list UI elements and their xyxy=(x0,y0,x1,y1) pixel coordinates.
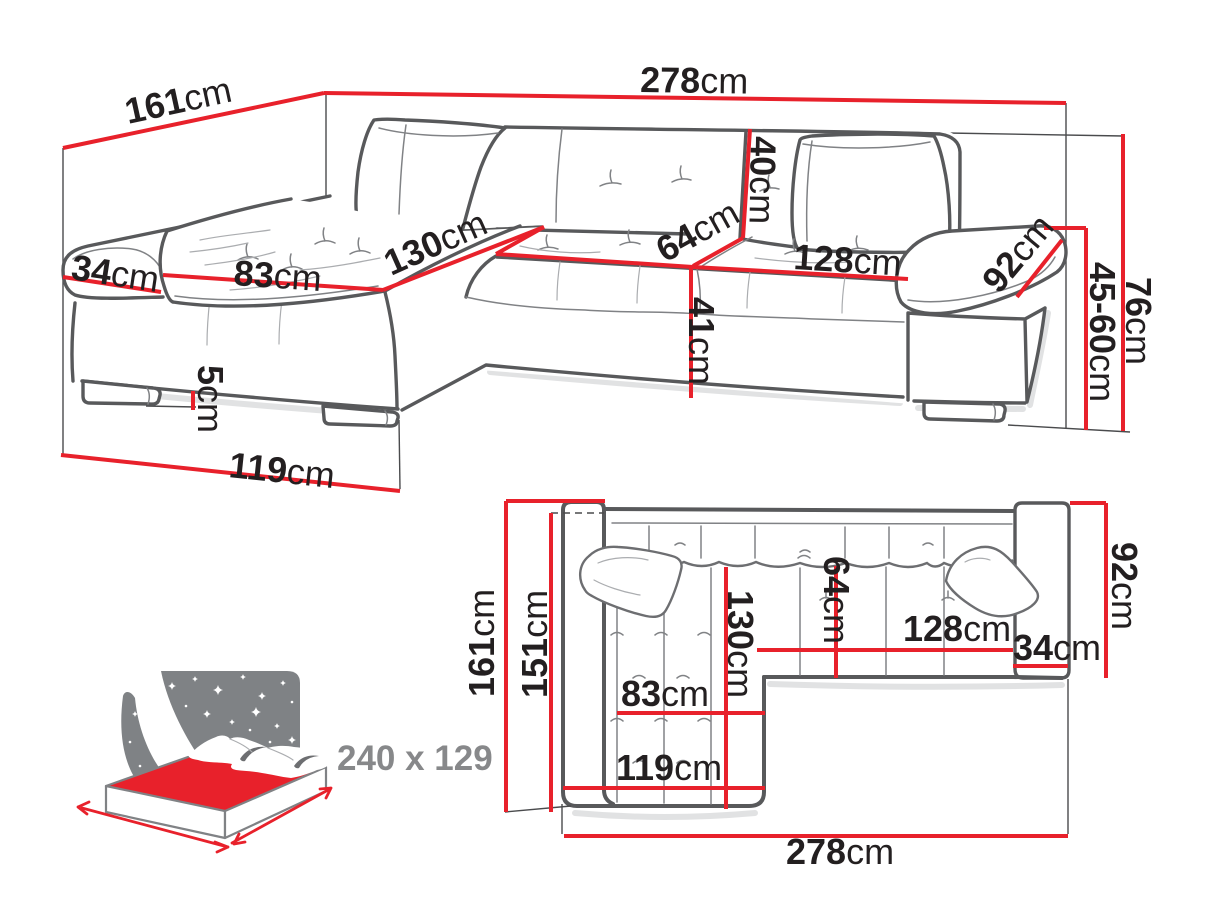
svg-text:128cm: 128cm xyxy=(903,608,1011,649)
svg-text:64cm: 64cm xyxy=(816,556,857,644)
svg-text:83cm: 83cm xyxy=(232,252,323,299)
svg-text:130cm: 130cm xyxy=(720,590,761,698)
svg-text:278cm: 278cm xyxy=(786,831,894,872)
svg-text:119cm: 119cm xyxy=(227,444,337,496)
svg-text:151cm: 151cm xyxy=(514,590,555,698)
svg-text:278cm: 278cm xyxy=(640,59,749,102)
svg-text:92cm: 92cm xyxy=(1104,542,1145,630)
svg-text:83cm: 83cm xyxy=(621,673,709,714)
svg-text:40cm: 40cm xyxy=(741,136,784,225)
svg-text:34cm: 34cm xyxy=(69,246,162,300)
svg-text:161cm: 161cm xyxy=(461,589,502,697)
svg-text:5cm: 5cm xyxy=(190,365,231,433)
svg-text:45-60cm: 45-60cm xyxy=(1082,262,1123,402)
svg-text:76cm: 76cm xyxy=(1118,277,1159,365)
svg-text:240 x 129: 240 x 129 xyxy=(337,739,493,778)
svg-text:119cm: 119cm xyxy=(616,747,722,788)
svg-text:34cm: 34cm xyxy=(1013,627,1101,668)
svg-text:128cm: 128cm xyxy=(793,236,903,284)
svg-text:41cm: 41cm xyxy=(681,297,722,385)
svg-text:161cm: 161cm xyxy=(121,69,235,132)
